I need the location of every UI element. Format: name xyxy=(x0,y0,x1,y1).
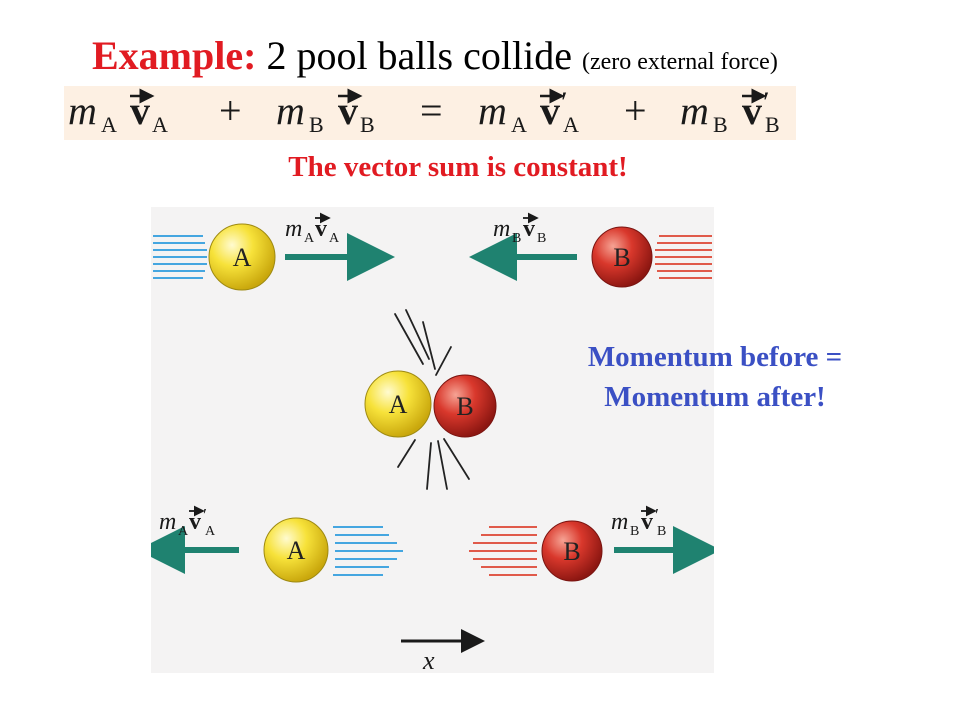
label-momentum-a-after: m A v ′ A xyxy=(159,505,216,539)
page-title: Example: 2 pool balls collide (zero exte… xyxy=(92,30,778,88)
eq-equals: = xyxy=(420,88,443,133)
ball-a-after: A xyxy=(263,517,329,583)
ball-b-before: B xyxy=(591,226,653,288)
svg-text:v: v xyxy=(523,216,535,242)
conservation-note: Momentum before = Momentum after! xyxy=(528,337,902,417)
subtitle: The vector sum is constant! xyxy=(288,151,628,183)
eq-prime-a: ′ xyxy=(561,86,568,119)
eq-m-a-after: m xyxy=(478,88,507,133)
svg-text:A: A xyxy=(304,231,315,246)
eq-plus-2: + xyxy=(624,88,647,133)
motion-lines-b-before xyxy=(655,235,712,279)
title-parenthetical: (zero external force) xyxy=(581,49,778,75)
collision-diagram: A m A v A m B v B B xyxy=(151,207,714,673)
svg-text:m: m xyxy=(285,216,302,242)
motion-lines-a-after xyxy=(333,526,403,576)
ball-a-after-label: A xyxy=(287,536,306,565)
momentum-equation: m A v A + m B v B = m A v ′ A + m B xyxy=(64,86,796,140)
eq-m-b: m xyxy=(276,88,305,133)
svg-text:v: v xyxy=(641,509,653,535)
ball-b-collision-label: B xyxy=(456,392,473,421)
ball-b-after: B xyxy=(541,520,603,582)
svg-text:B: B xyxy=(657,524,666,539)
svg-text:v: v xyxy=(189,509,201,535)
eq-v-a-sub: A xyxy=(152,112,168,137)
svg-text:A: A xyxy=(178,524,189,539)
ball-b-before-label: B xyxy=(613,243,630,272)
svg-text:A: A xyxy=(205,524,216,539)
ball-b-after-label: B xyxy=(563,537,580,566)
eq-v-b-after-sub: B xyxy=(765,112,780,137)
svg-text:′: ′ xyxy=(655,505,659,525)
svg-text:A: A xyxy=(329,231,340,246)
eq-v-a-after-sub: A xyxy=(563,112,579,137)
motion-lines-a-before xyxy=(153,235,207,279)
eq-m-b-after-sub: B xyxy=(713,112,728,137)
svg-text:m: m xyxy=(611,509,628,535)
x-axis-label: x xyxy=(422,646,435,673)
impact-lines-top xyxy=(394,309,452,376)
ball-a-collision-label: A xyxy=(389,390,408,419)
eq-prime-b: ′ xyxy=(763,86,770,119)
svg-text:B: B xyxy=(537,231,546,246)
ball-b-collision: B xyxy=(433,374,497,438)
label-momentum-b-before: m B v B xyxy=(493,212,546,246)
svg-text:′: ′ xyxy=(203,505,207,525)
motion-lines-b-after xyxy=(469,526,537,576)
impact-lines-bottom xyxy=(397,438,470,490)
eq-plus-1: + xyxy=(219,88,242,133)
svg-text:m: m xyxy=(493,216,510,242)
svg-text:v: v xyxy=(315,216,327,242)
eq-m-a: m xyxy=(68,88,97,133)
eq-m-b-after: m xyxy=(680,88,709,133)
title-main: 2 pool balls collide xyxy=(266,33,572,78)
eq-m-a-after-sub: A xyxy=(511,112,527,137)
note-line-1: Momentum before = xyxy=(587,341,843,373)
eq-m-b-sub: B xyxy=(309,112,324,137)
svg-text:B: B xyxy=(512,231,521,246)
label-momentum-b-after: m B v ′ B xyxy=(611,505,666,539)
ball-a-before-label: A xyxy=(233,243,252,272)
eq-v-b-sub: B xyxy=(360,112,375,137)
label-momentum-a-before: m A v A xyxy=(285,212,340,246)
ball-a-before: A xyxy=(208,223,276,291)
ball-a-collision: A xyxy=(364,370,432,438)
title-lead: Example: xyxy=(92,33,257,78)
eq-m-a-sub: A xyxy=(101,112,117,137)
svg-text:m: m xyxy=(159,509,176,535)
note-line-2: Momentum after! xyxy=(604,381,826,413)
svg-text:B: B xyxy=(630,524,639,539)
